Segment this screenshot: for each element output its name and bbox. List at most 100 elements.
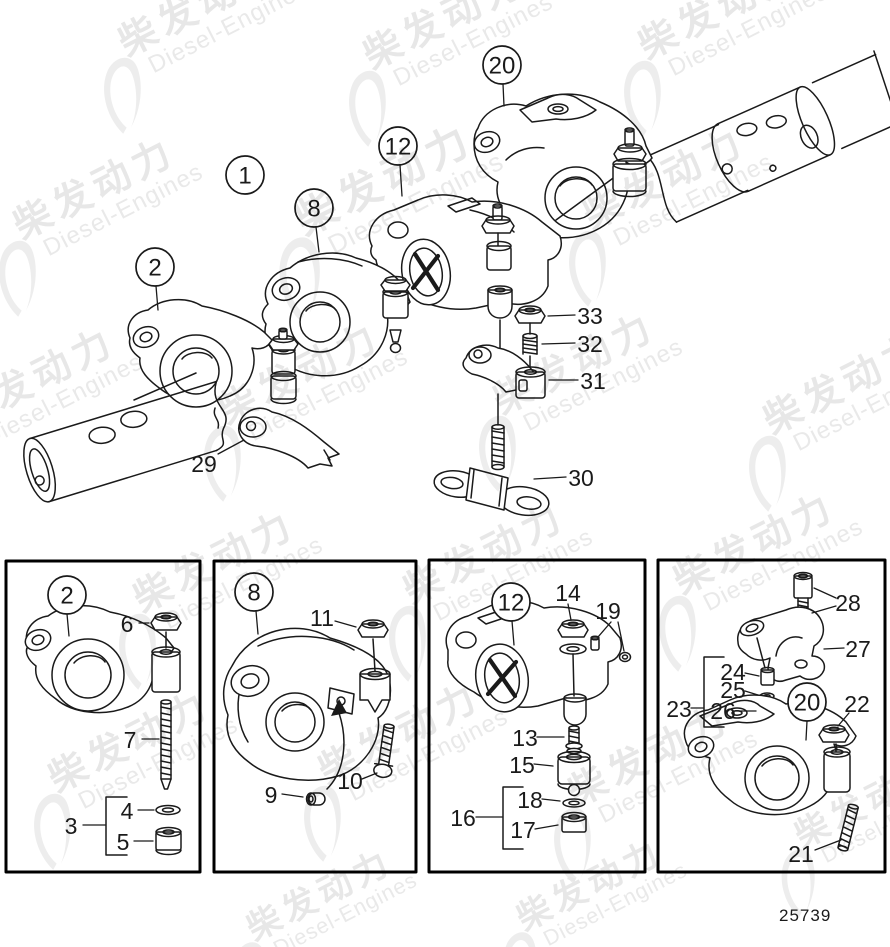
callout-label-20: 20 [489,53,516,80]
panel-rocker-arm-2-box [4,559,202,874]
leader-line-2 [155,285,159,311]
leader-line-28 [811,605,837,614]
leader-line-8 [255,610,259,635]
leader-line-19 [597,621,612,638]
callout-circle-2 [47,575,87,615]
leader-line-33 [547,314,576,317]
callout-label-7: 7 [124,727,137,753]
bracket-16 [502,786,524,850]
main-exploded-view [23,50,890,517]
callout-label-16: 16 [450,805,476,831]
part-rocker-bracket-12 [368,194,562,319]
part-rocker-shaft [646,50,890,223]
callout-label-22: 22 [844,691,870,717]
callout-circle-12 [491,582,531,622]
callout-circle-20 [482,45,522,85]
panel-rocker-arm-8-box [212,559,418,874]
bracket-3 [105,796,128,856]
leader-line-20 [502,83,505,107]
detail-panels-art [24,571,859,856]
assembly-arrowhead-icon [331,699,347,716]
callout-label-8: 8 [247,580,260,607]
panel4-rocker-arm-20-art [683,571,859,852]
leader-line-30 [533,476,567,480]
callout-circle-1 [225,155,265,195]
callout-label-33: 33 [577,303,603,329]
callout-label-3: 3 [65,813,78,839]
panel-rocker-arm-20-box [656,558,887,874]
callout-label-10: 10 [337,768,363,794]
callout-label-32: 32 [577,331,603,357]
callout-label-30: 30 [568,465,594,491]
callout-circle-8 [234,572,274,612]
part-adjuster-stack-30-33 [433,305,550,517]
leader-line-12 [511,620,515,646]
leader-line-20 [805,720,808,741]
leader-line-8 [315,226,320,253]
leader-line-25 [744,690,759,696]
callout-label-15: 15 [509,752,535,778]
callout-label-28: 28 [835,590,861,616]
leader-line-9 [281,793,304,798]
callout-circle-2 [135,247,175,287]
leader-line-12 [399,164,403,197]
leader-line-27 [823,647,845,650]
assembly-arrow-icon [326,712,345,790]
callout-label-23: 23 [666,696,692,722]
callout-label-2: 2 [148,255,161,282]
leader-line-19 [617,621,625,652]
drawing-number: 25739 [779,906,832,925]
bracket-23 [703,656,725,728]
callout-label-13: 13 [512,725,538,751]
leader-line-22 [837,712,850,727]
callout-label-14: 14 [555,580,581,606]
leader-line-28 [813,587,837,599]
callout-label-29: 29 [191,451,217,477]
callout-label-5: 5 [117,829,130,855]
callout-circle-20 [787,682,827,722]
part-screw-21 [837,803,859,852]
panel3-rocker-bracket-12-art [445,600,632,850]
part-clamp-27 [737,606,826,682]
leader-line-21 [814,839,842,851]
callout-label-25: 25 [720,677,746,703]
callout-label-31: 31 [580,368,606,394]
leader-line-18 [541,798,561,802]
panel-rocker-bracket-12-box [427,558,647,874]
callout-label-12: 12 [385,134,412,161]
callout-label-12: 12 [498,590,525,617]
callout-label-8: 8 [307,196,320,223]
callout-label-18: 18 [517,787,543,813]
callout-label-26: 26 [710,698,736,724]
callout-label-4: 4 [121,798,134,824]
callout-label-21: 21 [788,841,814,867]
leader-line-24 [744,672,760,677]
leader-line-14 [567,603,572,621]
leader-line-17 [534,824,559,830]
callout-label-27: 27 [845,636,871,662]
part-screw-10 [373,723,395,779]
callout-label-19: 19 [595,598,621,624]
leader-line-11 [334,620,357,628]
panel2-rocker-arm-8-art [222,619,395,806]
callout-circle-8 [294,188,334,228]
callout-label-20: 20 [794,690,821,717]
callout-label-17: 17 [510,817,536,843]
leader-line-15 [533,763,554,767]
part-adjusting-screw-7 [160,699,172,790]
callout-label-24: 24 [720,659,746,685]
part-rocker-arm-20 [473,93,653,239]
leader-line-32 [541,342,576,345]
panel1-rocker-arm-2-art [24,604,182,856]
callout-label-9: 9 [265,782,278,808]
part-rocker-arm-2 [127,298,299,408]
callout-label-6: 6 [121,611,134,637]
callout-label-1: 1 [238,163,251,190]
part-lever-29 [238,407,340,469]
leader-line-2 [66,613,70,637]
leader-line-10 [361,772,378,780]
callout-label-11: 11 [310,605,334,631]
